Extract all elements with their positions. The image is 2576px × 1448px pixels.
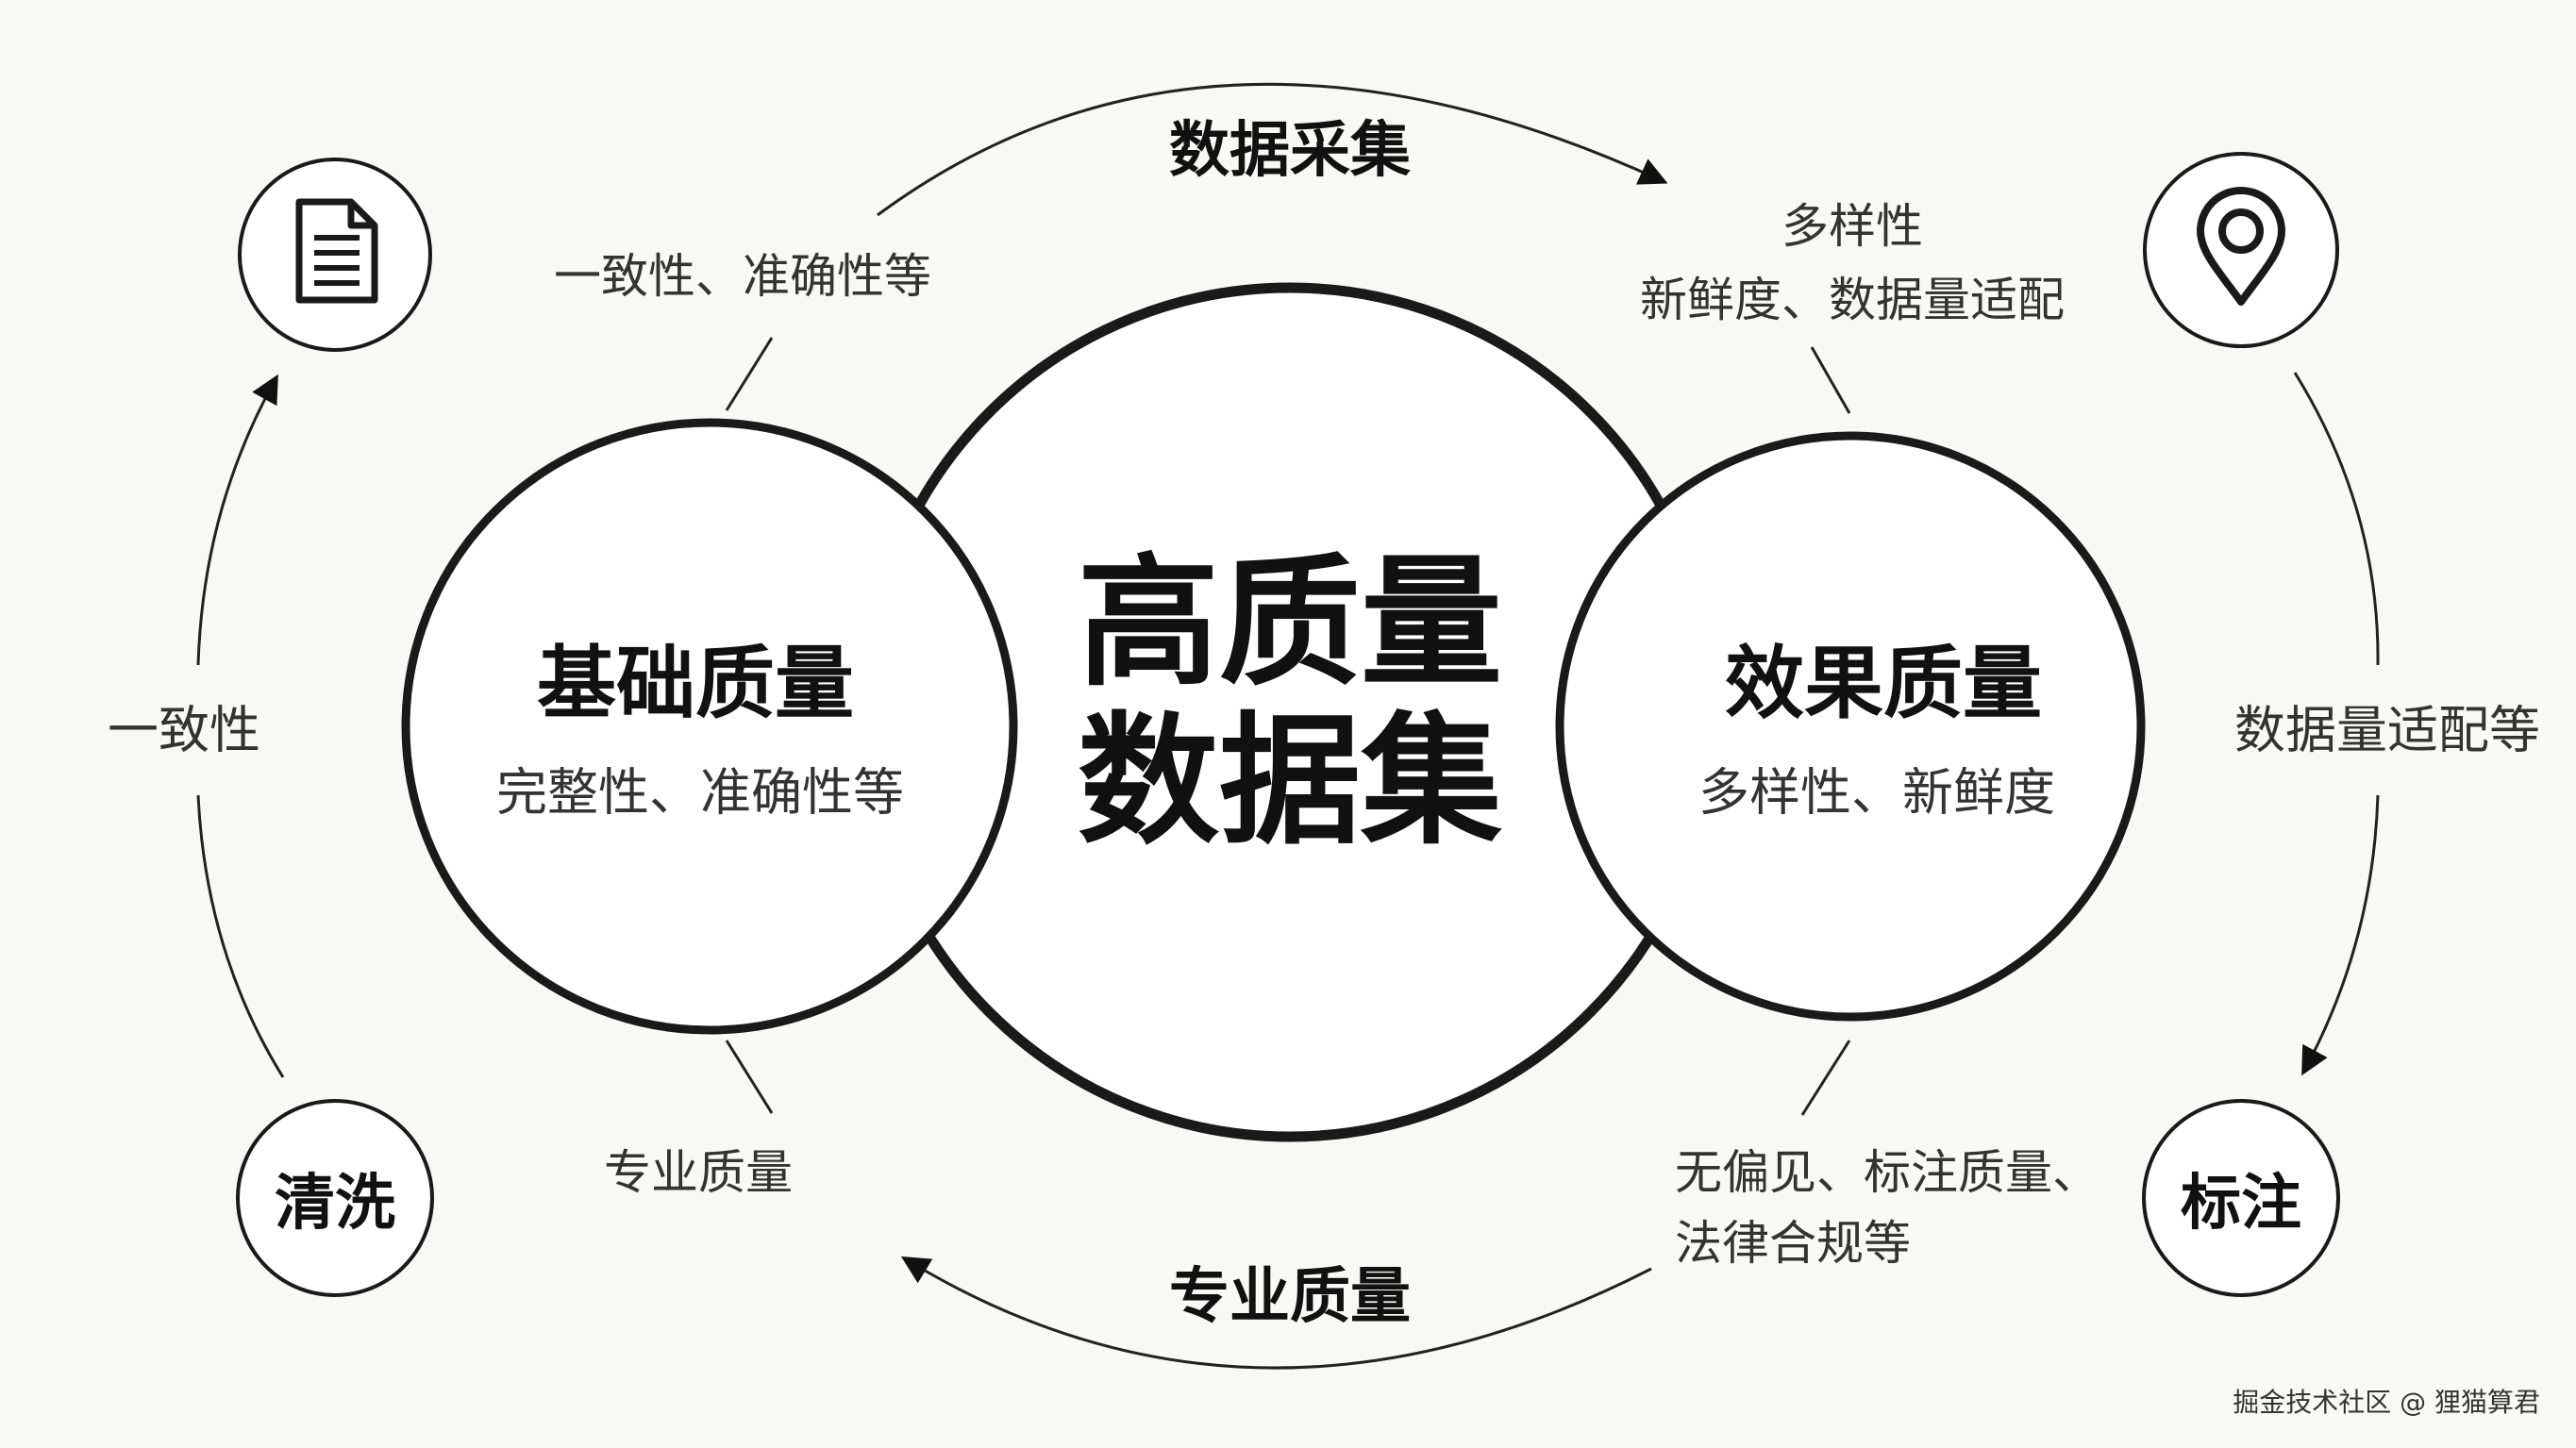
left-circle-subtitle: 完整性、准确性等	[496, 762, 904, 823]
cycle-right-label: 数据量适配等	[2234, 700, 2540, 760]
cycle-top-label: 数据采集	[1169, 116, 1411, 186]
connector-top-left	[725, 337, 774, 411]
center-title-line2: 数据集	[1077, 700, 1503, 864]
right-arrow-lower	[2301, 794, 2380, 1076]
connector-bottom-right	[1800, 1040, 1851, 1116]
annotation-bottom-left: 专业质量	[604, 1144, 793, 1200]
left-circle	[401, 418, 1018, 1035]
annotation-top-left: 一致性、准确性等	[554, 248, 931, 304]
node-bottom-right-label: 标注	[2181, 1169, 2301, 1239]
connector-bottom-left	[725, 1040, 774, 1114]
right-circle-title: 效果质量	[1724, 637, 2043, 730]
top-arrow	[877, 82, 1668, 217]
left-arrow-upper	[196, 374, 278, 666]
right-circle	[1555, 431, 2146, 1022]
location-pin-icon	[2197, 187, 2285, 306]
right-arrow-upper	[2293, 372, 2380, 666]
connector-top-right	[1810, 346, 1851, 414]
left-circle-title: 基础质量	[536, 637, 855, 730]
annotation-bottom-right-line1: 无偏见、标注质量、	[1675, 1144, 2099, 1200]
annotation-bottom-right-line2: 法律合规等	[1675, 1215, 1911, 1271]
node-bottom-left	[236, 1099, 434, 1297]
bottom-arrow	[900, 1256, 1652, 1370]
center-title: 高质量 数据集	[1078, 544, 1502, 861]
annotation-top-right-line1: 多样性	[1781, 198, 1923, 254]
annotation-top-right-line2: 新鲜度、数据量适配	[1640, 272, 2065, 327]
left-arrow-lower	[196, 794, 285, 1078]
cycle-bottom-label: 专业质量	[1169, 1262, 1411, 1332]
watermark: 掘金技术社区 @ 狸猫算君	[2233, 1387, 2540, 1418]
node-bottom-left-label: 清洗	[275, 1169, 395, 1239]
cycle-left-label: 一致性	[108, 700, 260, 760]
right-circle-subtitle: 多样性、新鲜度	[1698, 762, 2055, 823]
center-title-line1: 高质量	[1077, 541, 1503, 706]
document-icon	[295, 198, 378, 304]
node-bottom-right	[2142, 1099, 2340, 1297]
